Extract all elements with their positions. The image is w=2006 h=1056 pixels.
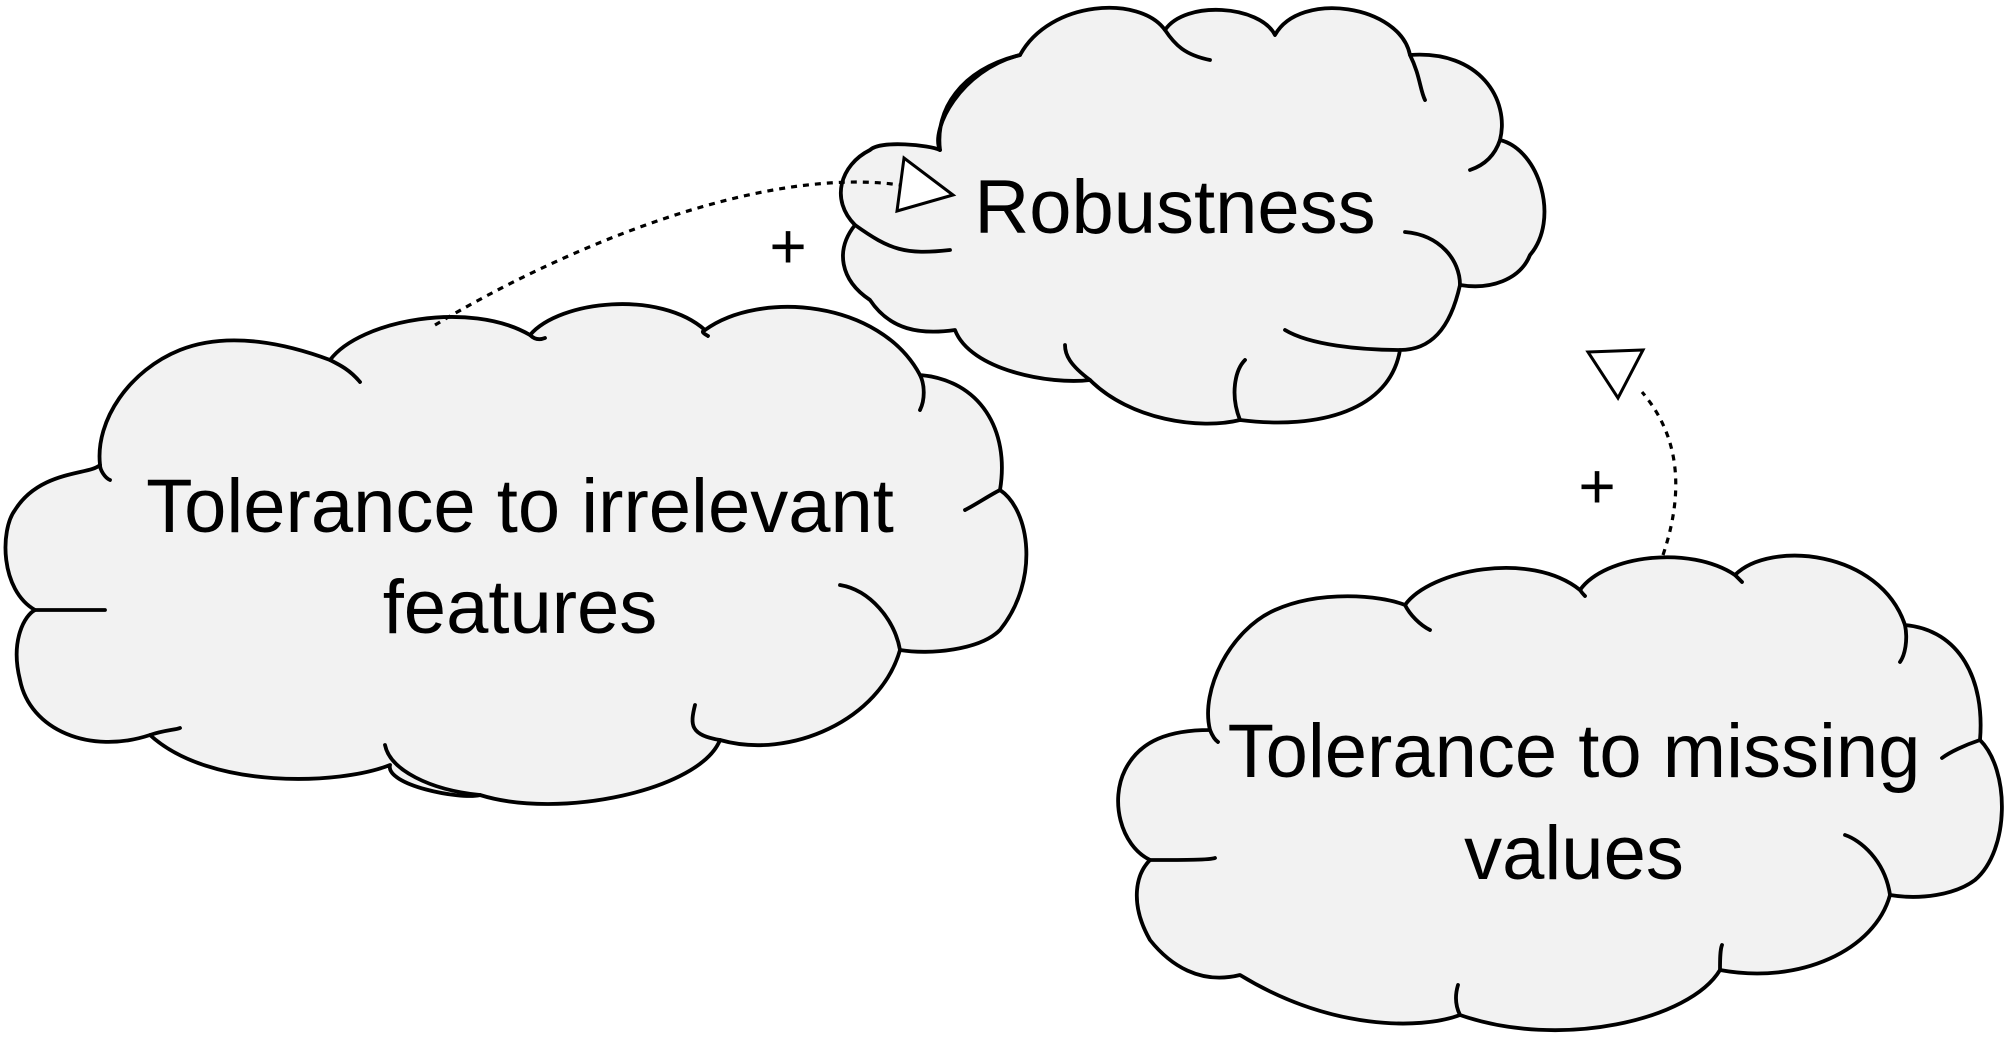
cloud-inner-line [1403,230,1462,287]
cloud-inner-line [383,743,482,797]
edge-line [434,180,901,327]
cloud-inner-line [1578,588,1587,598]
cloud-inner-line [1733,573,1744,584]
cloud-inner-line [1940,738,1982,760]
node-tolerance-to-irrelevant-features[interactable]: Tolerance to irrelevant features [3,302,1029,806]
node-robustness[interactable]: Robustness [838,5,1547,426]
cloud-inner-line [148,726,182,737]
cloud-inner-line [853,223,952,254]
edge-missing-to-robustness: + [1578,348,1678,556]
cloud-inner-line [1063,343,1092,382]
node-label-line-2: values [1464,811,1684,896]
cloud-inner-line [963,488,1002,512]
cloud-inner-line [1468,138,1502,172]
arrowhead [895,155,957,214]
cloud-inner-line [1283,328,1402,352]
cloud-inner-line [528,333,547,342]
arrowhead [1585,348,1646,401]
cloud-inner-line [1208,728,1220,744]
cloud-inner-line [1232,358,1247,422]
cloud-inner-line [98,463,112,482]
cloud-inner-line [701,328,710,338]
cloud-shape [3,302,1029,806]
node-label: Robustness [974,165,1375,250]
edge-sign: + [1578,450,1615,522]
cloud-inner-line [690,703,722,742]
cloud-inner-line [1148,856,1217,862]
edge-line [1640,390,1678,556]
cloud-inner-line [937,53,1022,152]
cloud-inner-line [1408,53,1427,102]
cloud-inner-line [838,583,902,652]
edge-irrelevant-to-robustness: + [434,155,957,327]
cloud-inner-line [328,358,362,384]
cloud-inner-line [1843,833,1892,897]
cloud-inner-line [1403,603,1432,632]
cloud-inner-line [918,373,926,412]
cloud-inner-line [1718,943,1724,972]
cloud-shape [838,5,1547,426]
node-label-line-2: features [383,565,658,650]
cloud-inner-line [1454,983,1462,1017]
cloud-inner-line [1898,623,1909,664]
cloud-inner-line [1163,28,1212,62]
node-label-line-1: Tolerance to irrelevant [146,464,894,549]
node-label-line-1: Tolerance to missing [1228,709,1921,794]
cloud-shape [1116,553,2004,1032]
node-tolerance-to-missing-values[interactable]: Tolerance to missing values [1116,553,2004,1032]
edge-sign: + [769,210,806,282]
